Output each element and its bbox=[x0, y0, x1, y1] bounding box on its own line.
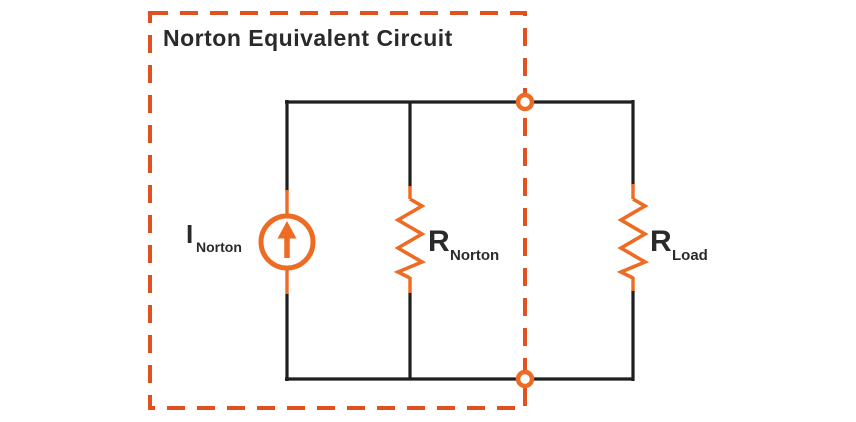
norton-boundary-dashed-box bbox=[148, 11, 527, 410]
current-source-label-main: I bbox=[186, 219, 193, 249]
resistor-load-zigzag-icon bbox=[616, 197, 650, 280]
diagram-title: Norton Equivalent Circuit bbox=[163, 25, 453, 51]
current-source-label: I Norton bbox=[186, 219, 242, 255]
resistor-norton-zigzag-icon bbox=[393, 197, 427, 280]
resistor-load-label: R Load bbox=[650, 225, 708, 264]
current-source-label-subscript: Norton bbox=[196, 239, 242, 255]
resistor-load-label-subscript: Load bbox=[672, 247, 708, 264]
resistor-load-label-main: R bbox=[650, 225, 672, 258]
current-source-icon bbox=[258, 213, 316, 271]
resistor-norton-label: R Norton bbox=[428, 225, 499, 264]
resistor-norton-label-subscript: Norton bbox=[450, 247, 499, 264]
bottom-terminal-node bbox=[515, 369, 535, 389]
wire-group bbox=[285, 100, 635, 381]
component-lead-group bbox=[285, 184, 635, 294]
top-terminal-node bbox=[515, 92, 535, 112]
up-arrow-icon bbox=[277, 221, 297, 239]
resistor-norton-label-main: R bbox=[428, 225, 450, 258]
